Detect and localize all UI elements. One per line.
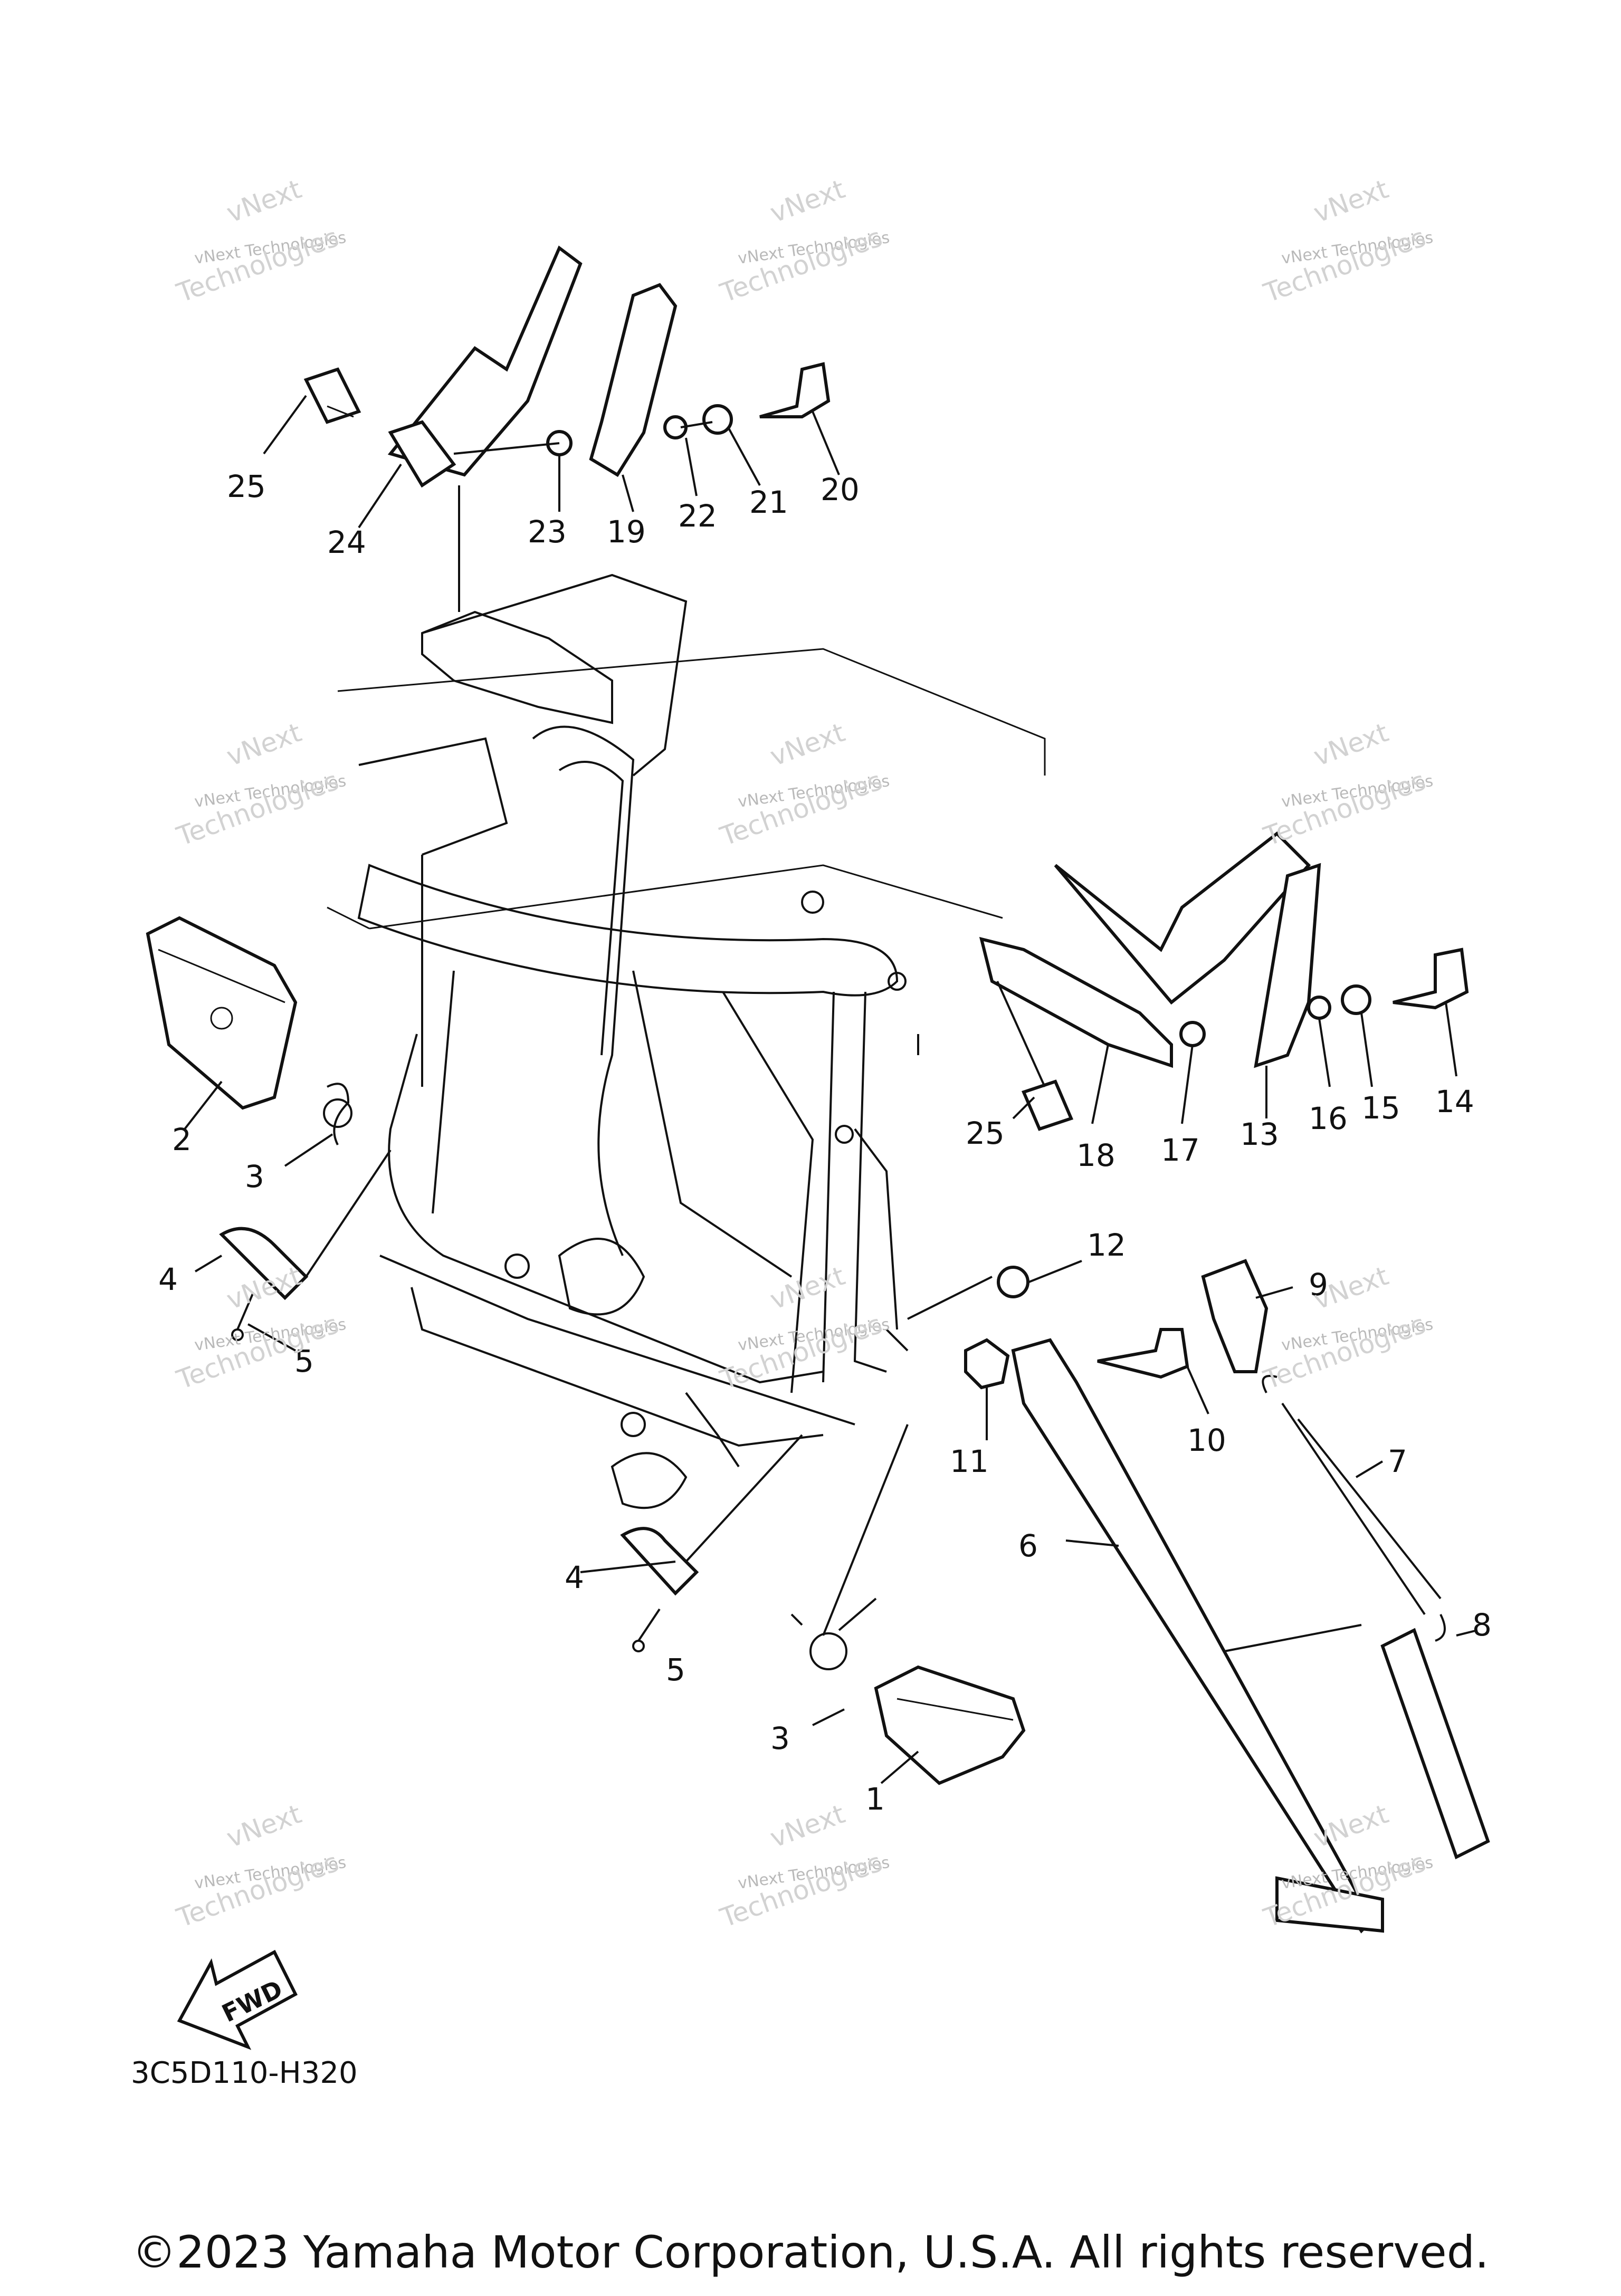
callout-12: 12 (1087, 1227, 1126, 1263)
callout-19: 19 (607, 514, 646, 550)
rear-footrest-19 (589, 283, 678, 477)
frame (327, 573, 1046, 1509)
callout-5-left: 5 (294, 1343, 314, 1379)
footrest-left-2 (146, 916, 298, 1110)
callout-3-lower: 3 (770, 1720, 790, 1756)
callout-18: 18 (1076, 1137, 1115, 1173)
callout-15: 15 (1361, 1090, 1400, 1126)
callout-20: 20 (821, 472, 860, 508)
callout-10: 10 (1187, 1422, 1226, 1458)
spring-3-left (323, 1083, 352, 1145)
callout-16: 16 (1309, 1101, 1348, 1136)
sidestand-6 (1011, 1338, 1384, 1934)
watermarks: vNext Technologies vNext Technologies vN… (173, 174, 1434, 1934)
pin-4-lower (620, 1527, 699, 1596)
callout-8: 8 (1472, 1607, 1492, 1643)
callout-7: 7 (1388, 1443, 1407, 1479)
callout-2: 2 (172, 1122, 192, 1157)
svg-text:vNext: vNext (766, 717, 849, 772)
callout-4-lower: 4 (565, 1560, 584, 1595)
nut-11 (964, 1338, 1010, 1390)
collar-12 (997, 1266, 1029, 1298)
watermark: vNext Technologies vNext Technologies (173, 1260, 347, 1395)
callouts: 25 24 23 19 22 21 20 2 3 4 5 25 18 17 13… (158, 468, 1492, 1817)
callout-24: 24 (327, 524, 366, 560)
svg-text:vNext: vNext (766, 174, 849, 228)
spring-7 (1262, 1375, 1446, 1642)
svg-text:vNext: vNext (1310, 1798, 1393, 1853)
callout-3-left: 3 (245, 1159, 264, 1194)
callout-14: 14 (1435, 1084, 1474, 1120)
svg-text:vNext: vNext (1310, 717, 1393, 772)
watermark: vNext Technologies vNext Technologies (716, 1798, 891, 1934)
fwd-arrow-icon: FWD (177, 1949, 298, 2050)
callout-21: 21 (749, 484, 788, 520)
cotter-5-left (231, 1292, 254, 1341)
callout-5-lower: 5 (666, 1652, 685, 1688)
callout-17: 17 (1161, 1132, 1200, 1168)
watermark: vNext Technologies vNext Technologies (1260, 1260, 1434, 1395)
pin-14 (1393, 948, 1469, 1010)
bolt-25-top (303, 367, 361, 424)
callout-25-top: 25 (227, 468, 266, 504)
watermark: vNext Technologies vNext Technologies (173, 1798, 347, 1934)
footrest-bracket-left (387, 245, 583, 488)
bolt-10 (1097, 1328, 1189, 1379)
callout-4-left: 4 (158, 1261, 178, 1297)
watermark: vNext Technologies vNext Technologies (1260, 717, 1434, 852)
spring-3-lower (809, 1597, 877, 1670)
collar-8 (1380, 1628, 1490, 1860)
callout-23: 23 (528, 514, 567, 550)
callout-25-right: 25 (966, 1115, 1005, 1151)
callout-6: 6 (1018, 1528, 1038, 1564)
callout-22: 22 (678, 498, 717, 534)
footrest-right-1 (874, 1665, 1026, 1785)
callout-9: 9 (1309, 1267, 1328, 1303)
svg-text:vNext: vNext (766, 1798, 849, 1853)
callout-13: 13 (1240, 1116, 1279, 1152)
svg-text:vNext: vNext (1310, 174, 1393, 228)
callout-11: 11 (950, 1443, 989, 1479)
watermark: vNext Technologies vNext Technologies (173, 174, 347, 309)
washers-right (1179, 984, 1371, 1047)
watermark: vNext Technologies vNext Technologies (716, 717, 891, 852)
cotter-5-lower (632, 1608, 661, 1652)
watermark: vNext Technologies vNext Technologies (716, 174, 891, 309)
switch-9 (1201, 1259, 1269, 1373)
rear-footrest-13 (1254, 863, 1321, 1068)
pin-4-left (219, 1227, 309, 1300)
copyright-notice: ©2023 Yamaha Motor Corporation, U.S.A. A… (132, 2226, 1489, 2278)
callout-1: 1 (865, 1781, 885, 1817)
svg-text:vNext: vNext (223, 174, 306, 228)
watermark: vNext Technologies vNext Technologies (1260, 174, 1434, 309)
svg-text:vNext: vNext (223, 717, 306, 772)
footrest-bracket-right-18 (979, 831, 1311, 1068)
leader-lines (184, 395, 1478, 1784)
diagram-code: 3C5D110-H320 (131, 2056, 358, 2090)
pin-20 (759, 362, 831, 418)
svg-text:vNext: vNext (223, 1798, 306, 1853)
watermark: vNext Technologies vNext Technologies (173, 717, 347, 852)
bolt-25-right (1021, 1079, 1074, 1131)
